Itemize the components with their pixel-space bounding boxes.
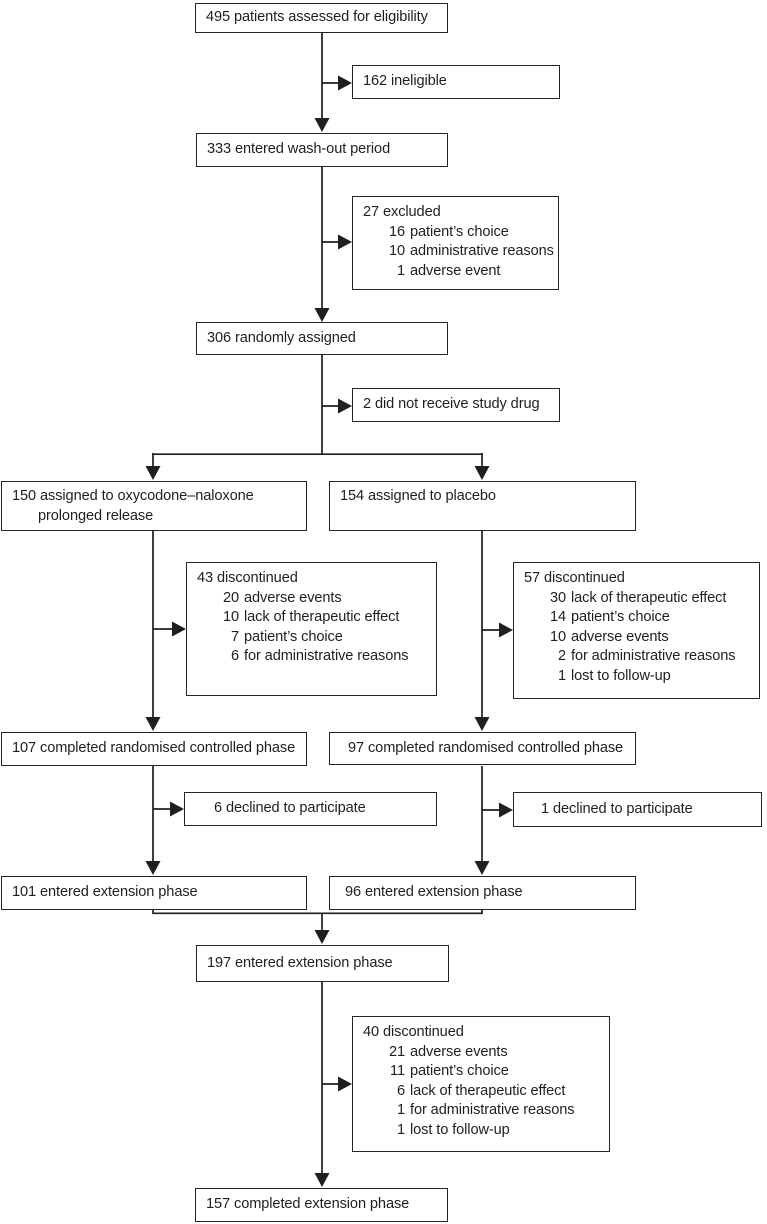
reason-label: adverse events <box>244 589 342 606</box>
reason-row: 20 adverse events <box>197 589 432 609</box>
node-label: 162 ineligible <box>363 73 447 90</box>
node-entered-washout: 333 entered wash-out period <box>196 133 448 167</box>
reason-count: 6 <box>396 1082 405 1099</box>
reason-row: 6 for administrative reasons <box>197 647 432 667</box>
node-ineligible: 162 ineligible <box>352 65 560 99</box>
reason-label: for administrative reasons <box>571 648 736 664</box>
reason-label: adverse events <box>410 1043 508 1060</box>
node-title: 27 excluded <box>363 204 441 220</box>
reason-count: 10 <box>388 243 405 259</box>
node-label: 2 did not receive study drug <box>363 396 540 413</box>
node-oxycodone-discontinued: 43 discontinued 20 adverse events 10 lac… <box>186 562 437 696</box>
node-label: 6 declined to participate <box>214 800 366 817</box>
reason-count: 20 <box>222 589 239 606</box>
node-placebo-entered-extension: 96 entered extension phase <box>329 876 636 910</box>
reason-label: administrative reasons <box>410 243 554 259</box>
reason-label: patient’s choice <box>571 609 670 625</box>
reason-label: lack of therapeutic effect <box>244 609 400 625</box>
node-label-line1: 150 assigned to oxycodone–naloxone <box>12 488 254 504</box>
reason-row: 1 for administrative reasons <box>363 1101 605 1121</box>
reason-label: patient’s choice <box>244 628 343 645</box>
node-placebo-discontinued: 57 discontinued 30 lack of therapeutic e… <box>513 562 760 699</box>
node-label: 96 entered extension phase <box>345 884 523 901</box>
reason-row: 16 patient’s choice <box>363 223 554 243</box>
node-label: 197 entered extension phase <box>207 954 393 971</box>
reason-count: 1 <box>396 1121 405 1138</box>
reason-count: 21 <box>388 1043 405 1060</box>
node-extension-discontinued: 40 discontinued 21 adverse events 11 pat… <box>352 1016 610 1152</box>
reason-count: 1 <box>396 1102 405 1118</box>
node-combined-entered-extension: 197 entered extension phase <box>196 945 449 982</box>
node-label-line2: prolonged release <box>38 507 154 524</box>
node-label: 107 completed randomised controlled phas… <box>12 740 296 757</box>
node-label: 97 completed randomised controlled phase <box>348 739 624 756</box>
reason-count: 16 <box>388 223 405 240</box>
node-label: 1 declined to participate <box>541 800 693 817</box>
reason-count: 1 <box>396 262 405 279</box>
reason-row: 10 adverse events <box>524 628 755 648</box>
node-assigned-oxycodone-naloxone: 150 assigned to oxycodone–naloxone prolo… <box>1 481 307 531</box>
reason-label: lack of therapeutic effect <box>410 1082 566 1099</box>
reason-row: 14 patient’s choice <box>524 608 755 628</box>
reason-row: 2 for administrative reasons <box>524 647 755 667</box>
reason-row: 10 administrative reasons <box>363 242 554 262</box>
reason-row: 11 patient’s choice <box>363 1062 605 1082</box>
reason-count: 1 <box>557 667 566 684</box>
node-oxycodone-entered-extension: 101 entered extension phase <box>1 876 307 910</box>
reason-count: 14 <box>549 609 566 625</box>
reason-label: adverse event <box>410 262 501 279</box>
reason-label: patient’s choice <box>410 223 509 240</box>
reason-count: 10 <box>549 628 566 645</box>
node-placebo-declined: 1 declined to participate <box>513 792 762 827</box>
reason-count: 30 <box>549 589 566 606</box>
reason-label: adverse events <box>571 628 669 645</box>
node-label: 154 assigned to placebo <box>340 488 496 504</box>
node-label: 157 completed extension phase <box>206 1196 410 1213</box>
node-completed-extension-phase: 157 completed extension phase <box>195 1188 448 1222</box>
reason-count: 2 <box>557 648 566 664</box>
reason-row: 1 lost to follow-up <box>363 1121 605 1141</box>
reason-count: 6 <box>230 648 239 664</box>
reason-count: 10 <box>222 609 239 625</box>
reason-label: lost to follow-up <box>571 667 671 684</box>
node-assessed-for-eligibility: 495 patients assessed for eligibility <box>195 3 448 33</box>
reason-label: lost to follow-up <box>410 1121 510 1138</box>
reason-row: 30 lack of therapeutic effect <box>524 589 755 609</box>
reason-row: 1 adverse event <box>363 262 554 282</box>
reason-count: 11 <box>390 1063 405 1079</box>
node-randomly-assigned: 306 randomly assigned <box>196 322 448 355</box>
node-oxycodone-completed-rct-phase: 107 completed randomised controlled phas… <box>1 732 307 766</box>
node-title: 43 discontinued <box>197 570 298 586</box>
node-did-not-receive-drug: 2 did not receive study drug <box>352 388 560 422</box>
node-label: 495 patients assessed for eligibility <box>206 9 428 26</box>
node-label: 333 entered wash-out period <box>207 141 391 158</box>
node-placebo-completed-rct-phase: 97 completed randomised controlled phase <box>329 732 636 765</box>
reason-row: 10 lack of therapeutic effect <box>197 608 432 628</box>
reason-label: for administrative reasons <box>244 648 409 664</box>
reason-row: 6 lack of therapeutic effect <box>363 1082 605 1102</box>
reason-row: 7 patient’s choice <box>197 628 432 648</box>
node-title: 57 discontinued <box>524 570 625 586</box>
node-assigned-placebo: 154 assigned to placebo <box>329 481 636 531</box>
reason-count: 7 <box>230 628 239 645</box>
reason-row: 1 lost to follow-up <box>524 667 755 687</box>
reason-row: 21 adverse events <box>363 1043 605 1063</box>
reason-label: lack of therapeutic effect <box>571 589 727 606</box>
reason-label: patient’s choice <box>410 1063 509 1079</box>
node-oxycodone-declined: 6 declined to participate <box>184 792 437 826</box>
node-excluded: 27 excluded 16 patient’s choice 10 admin… <box>352 196 559 290</box>
node-label: 101 entered extension phase <box>12 884 198 901</box>
reason-label: for administrative reasons <box>410 1102 575 1118</box>
node-label: 306 randomly assigned <box>207 329 356 346</box>
node-title: 40 discontinued <box>363 1024 464 1040</box>
